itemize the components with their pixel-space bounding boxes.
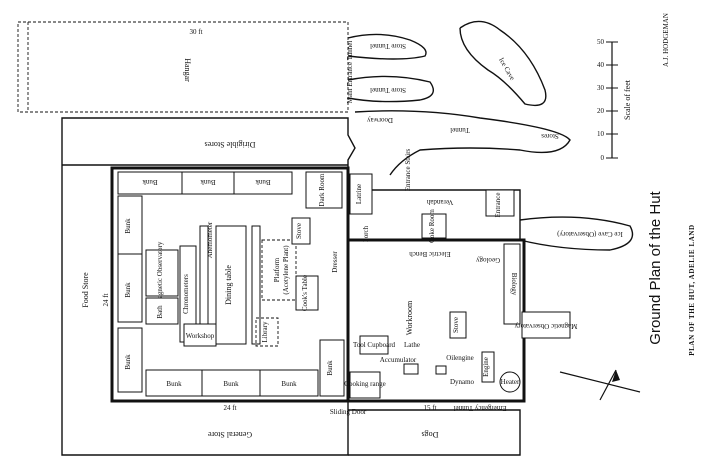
platform-sub-label: (Acetylene Plant) <box>282 245 290 295</box>
main-entrance-label: Main Entrance Tunnel <box>346 41 354 104</box>
library-label: Library <box>261 321 269 342</box>
porch-label: Porch <box>362 225 370 242</box>
dresser-label: Dresser <box>331 251 339 273</box>
heater-label: Heater <box>501 378 520 386</box>
scale-label: Scale of feet <box>623 79 632 120</box>
tunnel-label: Tunnel <box>450 126 470 134</box>
bunk-label: Bunk <box>255 178 271 186</box>
dining-table <box>215 225 247 345</box>
dim-label: 24 ft <box>102 293 110 306</box>
chronometers-label: Chronometers <box>182 274 190 314</box>
tool-cupboard-label: Tool Cupboard <box>353 341 396 349</box>
ice-cave-label: Ice Cave (Observatory) <box>556 230 622 238</box>
scale-tick: 40 <box>597 61 605 69</box>
entrance-stairs-label: Entrance Stairs <box>404 148 412 191</box>
oilengine-label: Oilengine <box>446 354 474 362</box>
dining-table-label: Dining table <box>224 265 233 305</box>
dogs-label: Dogs <box>422 430 439 439</box>
bunk-label: Bunk <box>142 178 158 186</box>
scale-tick: 0 <box>601 154 605 162</box>
bath-label: Bath <box>156 305 164 319</box>
bunk-label: Bunk <box>124 282 132 298</box>
biology-label: Biology <box>510 273 518 296</box>
platform-label: Platform <box>273 257 281 282</box>
hangar-label: Hangar <box>183 58 192 82</box>
coke-room-label: Coke Room <box>428 209 436 243</box>
bunk-label: Bunk <box>200 178 216 186</box>
accumulator-label: Accumulator <box>380 356 417 364</box>
geology-label: Geology <box>475 256 500 264</box>
store-tunnel-2-label: Store Tunnel <box>370 86 406 94</box>
electric-bench-label: Electric Bench <box>409 250 451 258</box>
plate-caption: PLAN OF THE HUT, ADELIE LAND <box>688 224 696 355</box>
magnetic-observatory-label: Magnetic Observatory <box>156 241 164 304</box>
scale-tick: 20 <box>597 107 605 115</box>
bunk-label: Bunk <box>326 360 334 376</box>
workroom-label: Workroom <box>405 300 414 335</box>
bunk-label: Bunk <box>124 354 132 370</box>
hangar-outline <box>17 21 349 113</box>
latrine-label: Latrine <box>355 184 363 204</box>
north-arrow-icon <box>559 369 641 401</box>
scale-tick: 50 <box>597 38 605 46</box>
workroom-stove-label: Stove <box>452 317 460 333</box>
scale-tick: 10 <box>597 130 605 138</box>
stove-label: Stove <box>295 223 303 239</box>
observatory-annex-label: Magnetic Observatory <box>514 322 577 330</box>
cooking-range-label: Cooking range <box>344 380 385 388</box>
store-tunnel-1-label: Store Tunnel <box>370 42 406 50</box>
dark-room-label: Dark Room <box>318 173 326 206</box>
dim-label: 30 ft <box>189 28 202 36</box>
plan-title: Ground Plan of the Hut <box>647 190 664 344</box>
scale-tick: 30 <box>597 84 605 92</box>
entrance-label: Entrance <box>494 193 502 218</box>
lathe-label: Lathe <box>404 341 420 349</box>
sliding-door-label: Sliding Door <box>330 408 367 416</box>
bunk-label: Bunk <box>124 218 132 234</box>
workshop-label: Workshop <box>186 332 215 340</box>
bunk-label: Bunk <box>281 380 297 388</box>
bunk-label: Bunk <box>166 380 182 388</box>
verandah-label: Verandah <box>426 198 453 206</box>
tunnel-stores-label: Stores <box>541 132 559 140</box>
emergency-tunnel-label: Emergency Tunnel <box>453 404 506 412</box>
outer-wall <box>61 117 356 456</box>
anemometer-label: Anemometer <box>206 221 214 258</box>
bunk-label: Bunk <box>223 380 239 388</box>
artist-signature: A.J. HODGEMAN <box>662 13 670 67</box>
general-store-label: General Store <box>207 430 252 439</box>
tunnel-doorway-label: Doorway <box>366 116 393 124</box>
dirigible-stores-label: Dirigible Stores <box>205 140 256 149</box>
dim-label: 24 ft <box>223 404 236 412</box>
cooks-table-label: Cook's Table <box>301 275 309 311</box>
dim-label: 15 ft <box>423 404 436 412</box>
food-store-label: Food Store <box>81 272 90 308</box>
dynamo-label: Dynamo <box>450 378 475 386</box>
engine-label: Engine <box>482 357 490 377</box>
